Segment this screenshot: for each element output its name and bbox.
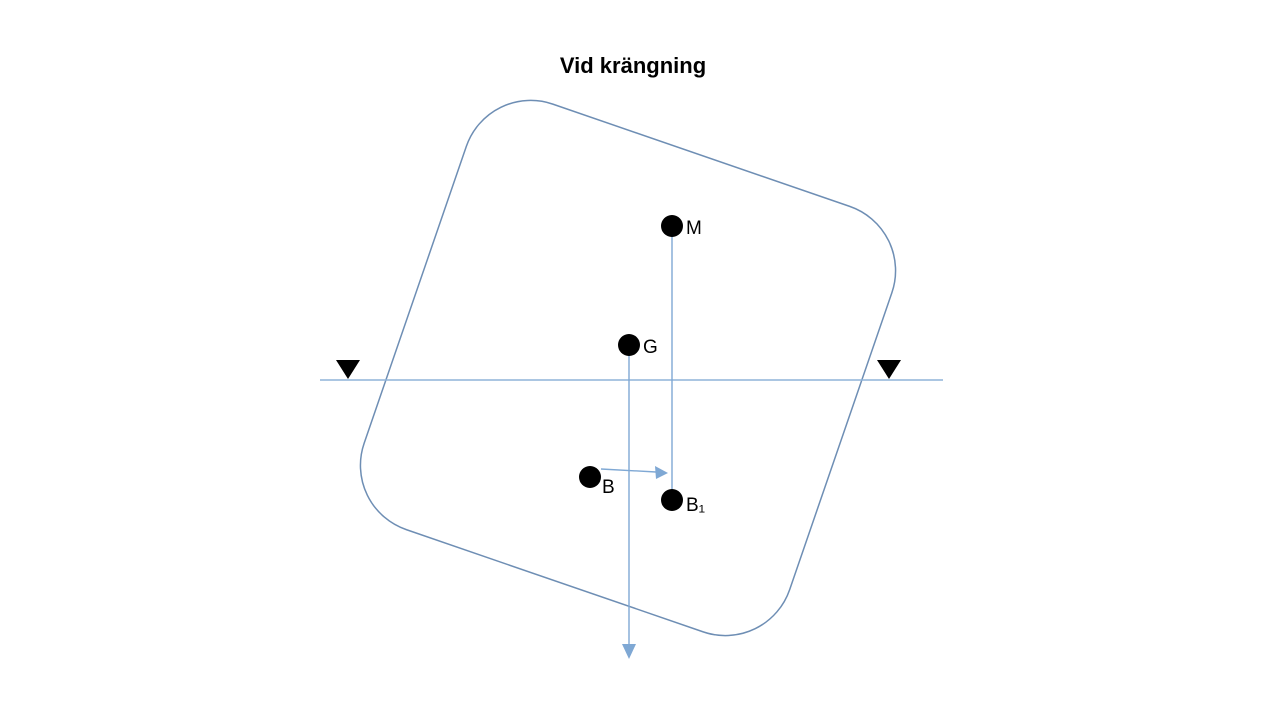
gravity-arrowhead-icon xyxy=(622,644,636,659)
point-gravity xyxy=(618,334,640,356)
waterline-marker-left-icon xyxy=(336,360,360,379)
point-label-buoyancy-heeled: B₁ xyxy=(686,495,705,516)
buoyancy-shift-arrowhead-icon xyxy=(655,466,668,479)
point-buoyancy xyxy=(579,466,601,488)
waterline-marker-right-icon xyxy=(877,360,901,379)
hull-outline xyxy=(359,99,897,637)
point-label-metacenter: M xyxy=(686,218,702,239)
diagram-title: Vid krängning xyxy=(560,53,706,78)
point-label-gravity: G xyxy=(643,337,658,358)
point-label-buoyancy: B xyxy=(602,477,615,498)
point-metacenter xyxy=(661,215,683,237)
point-buoyancy-heeled xyxy=(661,489,683,511)
buoyancy-shift-line xyxy=(600,468,657,473)
